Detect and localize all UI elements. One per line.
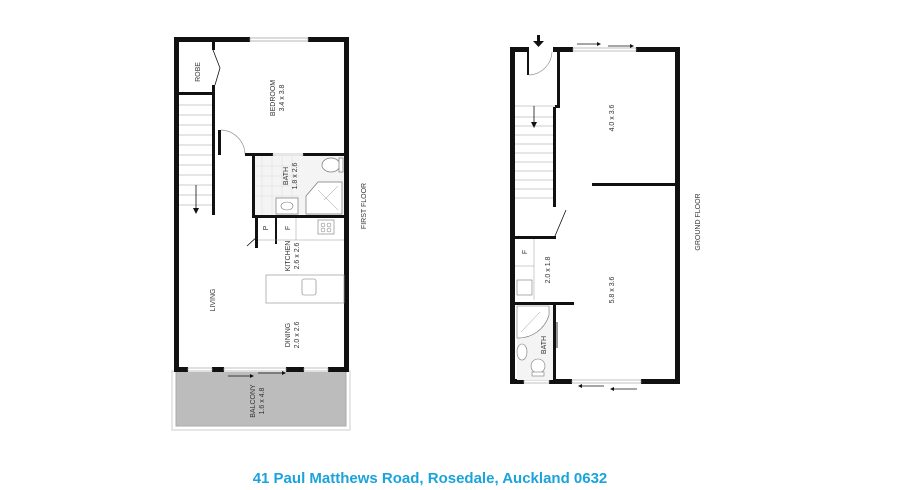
balcony-label: BALCONY (250, 384, 257, 418)
living-label: LIVING (210, 289, 217, 312)
bedroom-label: BEDROOM (270, 80, 277, 116)
ground-bath-label: BATH (541, 336, 548, 354)
first-floor-plan: ROBE BEDROOM 3.4 x 3.8 BATH 1.8 x 2.6 P … (171, 37, 368, 431)
laundry-fridge-label: F (522, 250, 529, 254)
kitchen-label: KITCHEN (285, 241, 292, 272)
laundry-size: 2.0 x 1.8 (545, 256, 552, 283)
dining-label: DINING (285, 323, 292, 348)
lower-room-size: 5.8 x 3.6 (609, 276, 616, 303)
pantry-label: P (263, 225, 270, 230)
bedroom-size: 3.4 x 3.8 (279, 84, 286, 111)
upper-room-size: 4.0 x 3.6 (609, 104, 616, 131)
kitchen-size: 2.6 x 2.6 (294, 242, 301, 269)
bath-size: 1.8 x 2.6 (292, 162, 299, 189)
robe-label: ROBE (195, 62, 202, 82)
balcony-size: 1.6 x 4.8 (259, 387, 266, 414)
bath-tile-area (252, 156, 344, 216)
dining-size: 2.0 x 2.6 (294, 321, 301, 348)
ground-floor-label: GROUND FLOOR (695, 193, 702, 250)
first-floor-label: FIRST FLOOR (361, 183, 368, 229)
bath-label: BATH (283, 167, 290, 185)
fridge-label: F (285, 226, 292, 230)
property-address: 41 Paul Matthews Road, Rosedale, Aucklan… (252, 470, 608, 487)
ground-floor-plan: 4.0 x 3.6 F 2.0 x 1.8 5.8 x 3.6 BATH GRO… (510, 35, 702, 391)
